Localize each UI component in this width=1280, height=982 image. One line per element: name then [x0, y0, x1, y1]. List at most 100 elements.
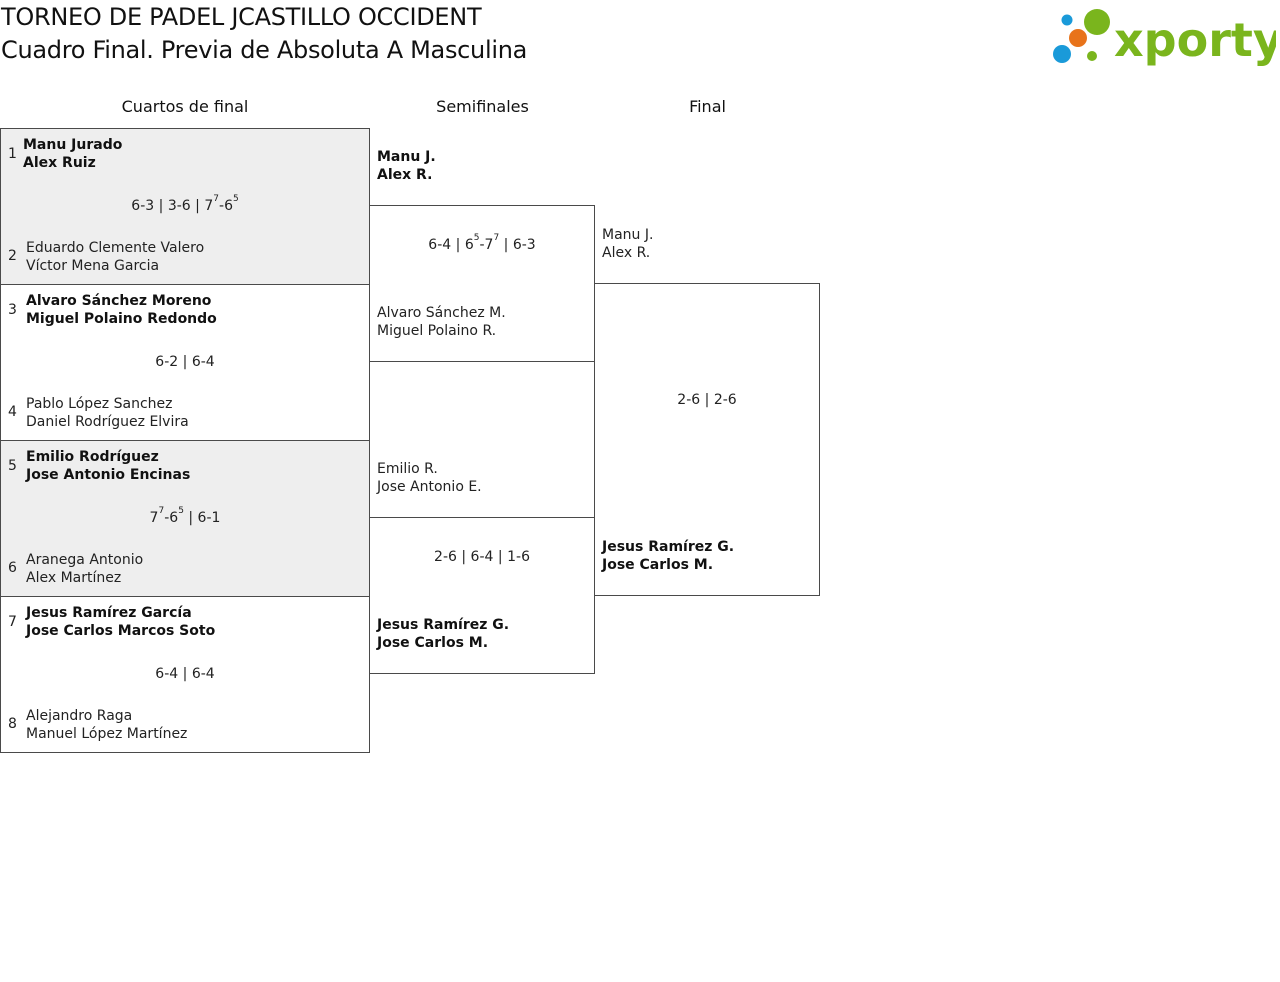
games: 6 [464, 237, 474, 253]
tournament-title: TORNEO DE PADEL JCASTILLO OCCIDENT [1, 3, 482, 31]
games: 2 [677, 392, 687, 408]
games: 4 [205, 354, 215, 370]
player-name: Miguel Polaino Redondo [26, 311, 217, 327]
logo-dot-orange [1069, 29, 1087, 47]
player-name: Eduardo Clemente Valero [26, 240, 205, 256]
player-name: Alex Martínez [26, 570, 122, 586]
games: 6 [169, 510, 179, 526]
games: 4 [442, 237, 452, 253]
player-name: Manu J. [602, 227, 654, 243]
logo-text: xporty [1114, 13, 1276, 66]
player-name: Emilio Rodríguez [26, 449, 159, 465]
tiebreak-points: 7 [158, 506, 165, 516]
games: 3 [145, 198, 155, 214]
logo-dot-green [1084, 9, 1110, 35]
player-name: Pablo López Sanchez [26, 396, 173, 412]
tiebreak-points: 7 [493, 233, 500, 243]
games: 6 [512, 237, 522, 253]
player-name: Alvaro Sánchez M. [377, 305, 506, 321]
games: 6 [191, 354, 201, 370]
match-score: 6-2 | 6-4 [155, 354, 215, 370]
seed-number: 5 [8, 458, 17, 474]
player-name: Jesus Ramírez García [26, 605, 192, 621]
seed-number: 8 [8, 716, 17, 732]
games: 3 [526, 237, 536, 253]
round-header-final: Final [689, 97, 726, 116]
player-name: Manu Jurado [23, 137, 123, 153]
games: 6 [191, 666, 201, 682]
set-score: 6-4 [428, 237, 452, 253]
games: 6 [448, 549, 457, 565]
team-names: Jesus Ramírez G. Jose Carlos M. [377, 616, 509, 652]
games: 6 [428, 237, 438, 253]
games: 2 [169, 354, 179, 370]
player-name: Miguel Polaino R. [377, 323, 497, 339]
player-name: Jose Carlos Marcos Soto [26, 623, 216, 639]
games: 6 [470, 549, 480, 565]
games: 4 [205, 666, 215, 682]
team-names: Manu J. Alex R. [377, 148, 436, 184]
games: 7 [204, 198, 214, 214]
set-score: 2-6 [677, 392, 701, 408]
player-name: Jose Antonio E. [377, 479, 482, 495]
seed-number: 4 [8, 404, 17, 420]
set-score: 6-3 [512, 237, 536, 253]
games: 6 [131, 198, 141, 214]
player-name: Víctor Mena Garcia [26, 258, 160, 274]
games: 4 [169, 666, 179, 682]
games: 7 [149, 510, 159, 526]
logo-dot-blue [1053, 45, 1071, 63]
final-match [594, 283, 820, 596]
set-score: 6-2 [155, 354, 179, 370]
games: 3 [167, 198, 177, 214]
games: 1 [211, 510, 221, 526]
player-name: Daniel Rodríguez Elvira [26, 414, 189, 430]
seed-number: 2 [8, 248, 17, 264]
set-score: 6-4 [155, 666, 179, 682]
player-name: Jose Carlos M. [602, 557, 714, 573]
team-names: Jesus Ramírez G.Jose Carlos M. [602, 538, 734, 574]
quarterfinal-match [0, 596, 370, 753]
tiebreak-points: 5 [178, 506, 184, 516]
set-score: 77-65 [204, 194, 239, 214]
tiebreak-points: 5 [232, 194, 239, 204]
quarterfinal-match [0, 440, 370, 597]
games: 6 [224, 198, 233, 214]
match-score: 6-4 | 65-77 | 6-3 [428, 233, 536, 253]
games: 4 [484, 549, 494, 565]
set-score: 6-3 [131, 198, 155, 214]
set-score: 1-6 [507, 549, 530, 565]
tiebreak-points: 7 [213, 194, 219, 204]
games: 1 [507, 549, 516, 565]
set-score: 6-4 [470, 549, 494, 565]
set-score: 2-6 [434, 549, 457, 565]
games: 6 [727, 392, 737, 408]
player-name: Manuel López Martínez [26, 726, 188, 742]
set-score: 6-4 [191, 354, 215, 370]
player-name: Jesus Ramírez G. [377, 617, 510, 633]
games: 6 [521, 549, 530, 565]
player-name: Emilio R. [377, 461, 438, 477]
player-name: Alejandro Raga [26, 708, 133, 724]
team-names: Alvaro Sánchez M. Miguel Polaino R. [377, 304, 506, 340]
seed-number: 1 [8, 146, 17, 162]
seed-number: 3 [8, 302, 17, 318]
player-name: Aranega Antonio [26, 552, 144, 568]
player-name: Alex R. [377, 167, 433, 183]
player-name: Manu J. [377, 149, 436, 165]
games: 2 [713, 392, 723, 408]
player-name: Jose Carlos M. [377, 635, 489, 651]
games: 7 [484, 237, 494, 253]
player-name: Alex R. [602, 245, 651, 261]
set-score: 6-4 [191, 666, 215, 682]
games: 6 [155, 666, 165, 682]
games: 6 [197, 510, 207, 526]
logo-dot-blue-small [1061, 14, 1073, 26]
